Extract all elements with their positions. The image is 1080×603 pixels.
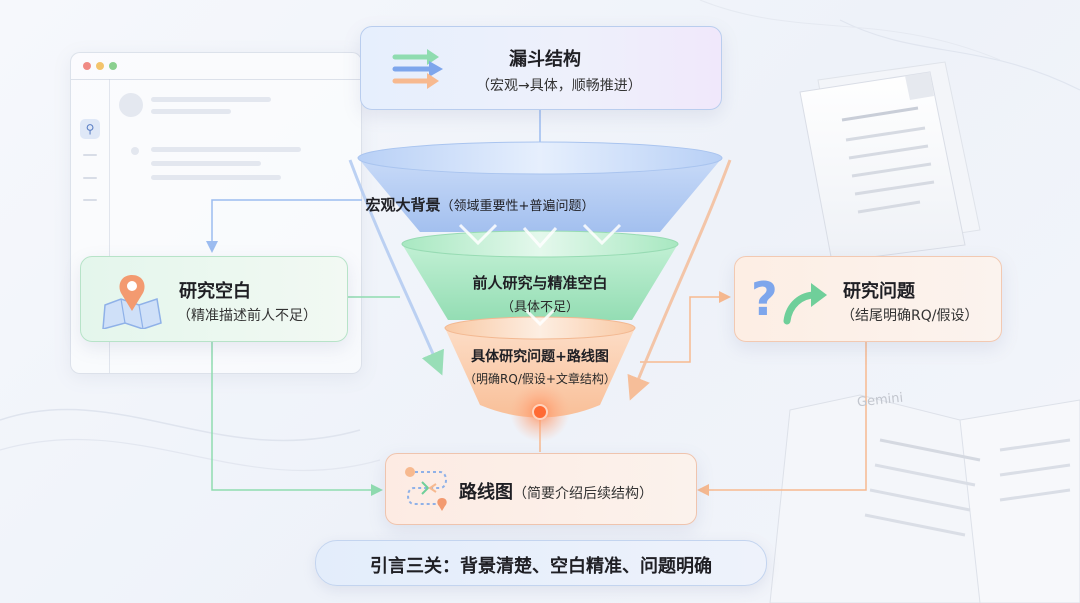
research-gap-box: 研究空白 （精准描述前人不足） bbox=[80, 256, 348, 342]
layer1-title: 宏观大背景（领域重要性+普遍问题） bbox=[366, 194, 595, 215]
map-pin-icon bbox=[99, 271, 163, 329]
top-box-title: 漏斗结构 bbox=[509, 45, 581, 71]
layer2-subtitle: （具体不足） bbox=[501, 296, 579, 315]
summary-text: 引言三关：背景清楚、空白精准、问题明确 bbox=[316, 552, 766, 578]
question-arrow-icon: ? bbox=[749, 269, 829, 329]
arrows-icon bbox=[391, 43, 447, 93]
layer1-subtitle: （领域重要性+普遍问题） bbox=[441, 199, 595, 214]
svg-text:?: ? bbox=[751, 272, 778, 326]
summary-banner: 引言三关：背景清楚、空白精准、问题明确 bbox=[315, 540, 767, 586]
question-subtitle: （结尾明确RQ/假设） bbox=[841, 305, 978, 325]
research-question-box: ? 研究问题 （结尾明确RQ/假设） bbox=[734, 256, 1002, 342]
funnel-layer-1 bbox=[358, 142, 722, 232]
top-box-subtitle: （宏观→具体，顺畅推进） bbox=[476, 75, 642, 95]
roadmap-title: 路线图 bbox=[459, 482, 513, 503]
gap-title: 研究空白 bbox=[179, 277, 251, 303]
gap-subtitle: （精准描述前人不足） bbox=[177, 305, 317, 325]
layer3-title: 具体研究问题+路线图 bbox=[471, 346, 609, 366]
roadmap-label: 路线图（简要介绍后续结构） bbox=[459, 478, 653, 504]
roadmap-box: 路线图（简要介绍后续结构） bbox=[385, 453, 697, 525]
funnel-structure-box: 漏斗结构 （宏观→具体，顺畅推进） bbox=[360, 26, 722, 110]
layer3-subtitle: （明确RQ/假设+文章结构） bbox=[464, 370, 616, 387]
roadmap-subtitle: （简要介绍后续结构） bbox=[513, 486, 653, 502]
question-title: 研究问题 bbox=[843, 277, 915, 303]
layer2-title: 前人研究与精准空白 bbox=[472, 272, 607, 293]
route-icon bbox=[402, 464, 450, 514]
